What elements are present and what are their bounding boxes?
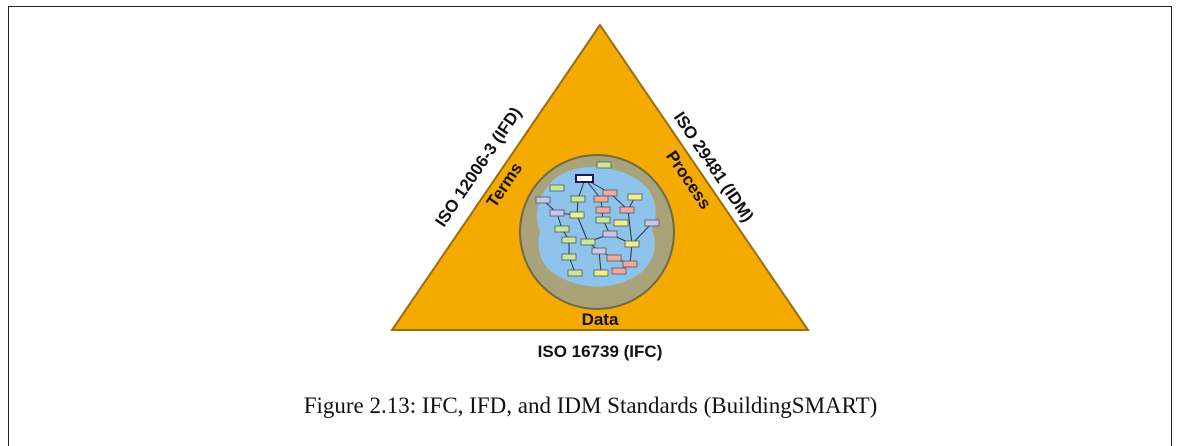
network-node <box>554 225 570 233</box>
network-node <box>570 195 586 203</box>
network-node <box>593 269 609 277</box>
network-node <box>561 236 577 244</box>
network-node <box>624 240 640 248</box>
network-node <box>606 254 622 262</box>
network-node <box>602 230 618 238</box>
network-node <box>549 209 565 217</box>
network-node <box>535 196 551 204</box>
network-node <box>613 219 629 227</box>
network-node <box>627 193 643 201</box>
network-node <box>561 253 577 261</box>
network-node <box>596 161 612 169</box>
network-nodes <box>535 161 660 277</box>
network-node <box>611 267 627 275</box>
network-node <box>595 216 611 224</box>
network-node <box>591 247 607 255</box>
network-node <box>644 219 660 227</box>
bottom-standard-label: ISO 16739 (IFC) <box>538 342 663 361</box>
network-node <box>567 269 583 277</box>
figure-frame <box>8 6 1172 446</box>
network-node <box>575 174 594 183</box>
figure-caption: Figure 2.13: IFC, IFD, and IDM Standards… <box>303 393 878 418</box>
network-node <box>595 206 611 214</box>
network-node <box>580 238 596 246</box>
data-label: Data <box>582 310 619 329</box>
standards-triangle-diagram: ISO 12006-3 (IFD) ISO 29481 (IDM) Terms … <box>390 23 810 361</box>
network-node <box>569 211 585 219</box>
network-node <box>622 260 638 268</box>
network-node <box>549 184 565 192</box>
network-node <box>619 206 635 214</box>
network-node <box>602 189 618 197</box>
network-node <box>593 195 609 203</box>
